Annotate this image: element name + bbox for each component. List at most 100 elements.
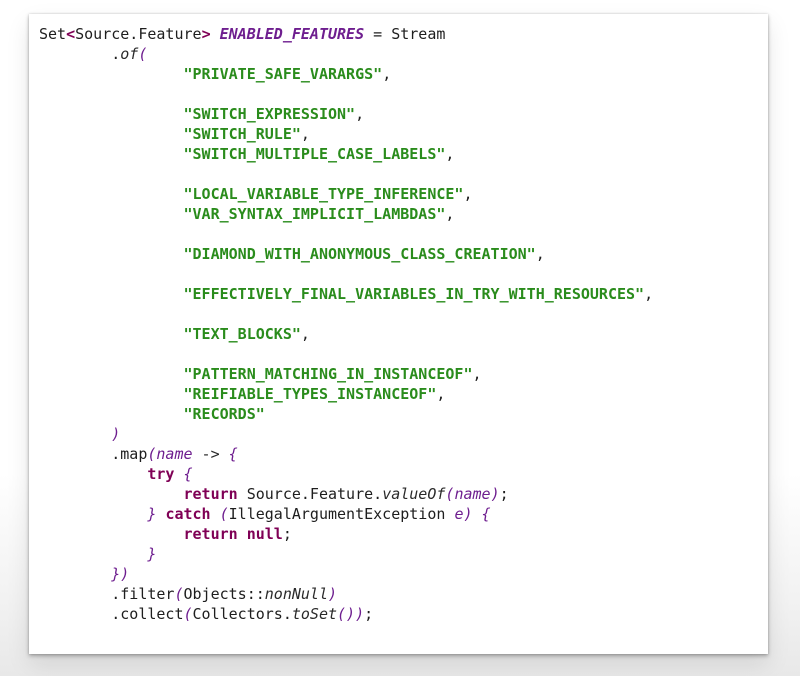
code-token: "PATTERN_MATCHING_IN_INSTANCEOF" bbox=[183, 365, 473, 383]
code-indent bbox=[39, 545, 147, 563]
code-token: ( bbox=[147, 445, 157, 463]
code-token: Collectors. bbox=[192, 605, 292, 623]
code-token: ( bbox=[174, 585, 184, 603]
code-token: ; bbox=[499, 485, 509, 503]
code-token: valueOf bbox=[382, 485, 446, 503]
code-token: "PRIVATE_SAFE_VARARGS" bbox=[183, 65, 383, 83]
code-line: try { bbox=[39, 464, 653, 484]
code-token: "TEXT_BLOCKS" bbox=[183, 325, 301, 343]
code-token: Objects:: bbox=[183, 585, 265, 603]
code-token bbox=[174, 465, 183, 483]
code-indent bbox=[39, 445, 111, 463]
code-token: > bbox=[201, 25, 211, 43]
code-token: , bbox=[535, 245, 545, 263]
code-token: "DIAMOND_WITH_ANONYMOUS_CLASS_CREATION" bbox=[183, 245, 536, 263]
code-token bbox=[211, 505, 220, 523]
code-line: "TEXT_BLOCKS", bbox=[39, 324, 653, 344]
code-token: "SWITCH_EXPRESSION" bbox=[183, 105, 356, 123]
code-indent bbox=[39, 605, 111, 623]
code-token: e bbox=[454, 505, 464, 523]
code-token: "RECORDS" bbox=[183, 405, 265, 423]
code-token: ( bbox=[219, 505, 229, 523]
code-token: toSet bbox=[291, 605, 338, 623]
code-line: .of( bbox=[39, 44, 653, 64]
code-token: nonNull bbox=[264, 585, 328, 603]
code-line: .filter(Objects::nonNull) bbox=[39, 584, 653, 604]
code-token bbox=[211, 25, 220, 43]
code-block: Set<Source.Feature> ENABLED_FEATURES = S… bbox=[39, 24, 653, 624]
code-token: . bbox=[111, 45, 121, 63]
code-line: "DIAMOND_WITH_ANONYMOUS_CLASS_CREATION", bbox=[39, 244, 653, 264]
code-token: ; bbox=[282, 525, 292, 543]
code-token: "REIFIABLE_TYPES_INSTANCEOF" bbox=[183, 385, 437, 403]
code-indent bbox=[39, 145, 184, 163]
code-token: ( bbox=[138, 45, 148, 63]
code-token: = Stream bbox=[364, 25, 446, 43]
code-token: , bbox=[382, 65, 392, 83]
code-indent bbox=[39, 365, 184, 383]
code-indent bbox=[39, 325, 184, 343]
code-token: , bbox=[355, 105, 365, 123]
code-line: Set<Source.Feature> ENABLED_FEATURES = S… bbox=[39, 24, 653, 44]
code-indent bbox=[39, 45, 111, 63]
code-token: ) bbox=[463, 505, 473, 523]
code-token: name bbox=[454, 485, 491, 503]
code-token: , bbox=[300, 325, 310, 343]
code-line bbox=[39, 164, 653, 184]
code-token: < bbox=[66, 25, 76, 43]
code-token: { bbox=[481, 505, 491, 523]
code-token: ( bbox=[183, 605, 193, 623]
code-token: return bbox=[183, 485, 238, 503]
code-line: } catch (IllegalArgumentException e) { bbox=[39, 504, 653, 524]
code-token: ) bbox=[111, 425, 121, 443]
code-token: , bbox=[644, 285, 654, 303]
code-line: "SWITCH_MULTIPLE_CASE_LABELS", bbox=[39, 144, 653, 164]
code-token: "EFFECTIVELY_FINAL_VARIABLES_IN_TRY_WITH… bbox=[183, 285, 645, 303]
code-token: catch bbox=[165, 505, 211, 523]
code-line: "RECORDS" bbox=[39, 404, 653, 424]
code-token: , bbox=[300, 125, 310, 143]
code-token: } bbox=[147, 505, 157, 523]
code-line: "PATTERN_MATCHING_IN_INSTANCEOF", bbox=[39, 364, 653, 384]
code-snippet-card: Set<Source.Feature> ENABLED_FEATURES = S… bbox=[29, 14, 768, 654]
code-line bbox=[39, 224, 653, 244]
code-line: }) bbox=[39, 564, 653, 584]
code-line: } bbox=[39, 544, 653, 564]
code-line: "LOCAL_VARIABLE_TYPE_INFERENCE", bbox=[39, 184, 653, 204]
code-token: ) bbox=[328, 585, 338, 603]
code-token: name bbox=[156, 445, 193, 463]
code-token: { bbox=[183, 465, 193, 483]
code-indent bbox=[39, 565, 111, 583]
code-token: } bbox=[147, 545, 157, 563]
code-line bbox=[39, 264, 653, 284]
code-token: "SWITCH_MULTIPLE_CASE_LABELS" bbox=[183, 145, 446, 163]
code-token: .map bbox=[111, 445, 148, 463]
code-line: "SWITCH_RULE", bbox=[39, 124, 653, 144]
code-indent bbox=[39, 465, 147, 483]
code-token: ; bbox=[364, 605, 374, 623]
code-indent bbox=[39, 125, 184, 143]
code-token: , bbox=[445, 145, 455, 163]
code-token: -> bbox=[192, 445, 229, 463]
code-token: ENABLED_FEATURES bbox=[219, 25, 365, 43]
code-token: , bbox=[445, 205, 455, 223]
code-line bbox=[39, 344, 653, 364]
code-indent bbox=[39, 525, 184, 543]
code-token: "LOCAL_VARIABLE_TYPE_INFERENCE" bbox=[183, 185, 464, 203]
code-token bbox=[473, 505, 482, 523]
code-token: IllegalArgumentException bbox=[228, 505, 455, 523]
code-token: , bbox=[436, 385, 446, 403]
code-token: ) bbox=[490, 485, 500, 503]
code-indent bbox=[39, 425, 111, 443]
code-line: "PRIVATE_SAFE_VARARGS", bbox=[39, 64, 653, 84]
code-indent bbox=[39, 185, 184, 203]
code-token: try bbox=[147, 465, 175, 483]
code-token: .collect bbox=[111, 605, 184, 623]
code-token: "SWITCH_RULE" bbox=[183, 125, 301, 143]
code-token: , bbox=[463, 185, 473, 203]
code-line: "VAR_SYNTAX_IMPLICIT_LAMBDAS", bbox=[39, 204, 653, 224]
code-indent bbox=[39, 485, 184, 503]
code-line bbox=[39, 84, 653, 104]
code-token bbox=[238, 525, 247, 543]
code-token: ()) bbox=[337, 605, 365, 623]
